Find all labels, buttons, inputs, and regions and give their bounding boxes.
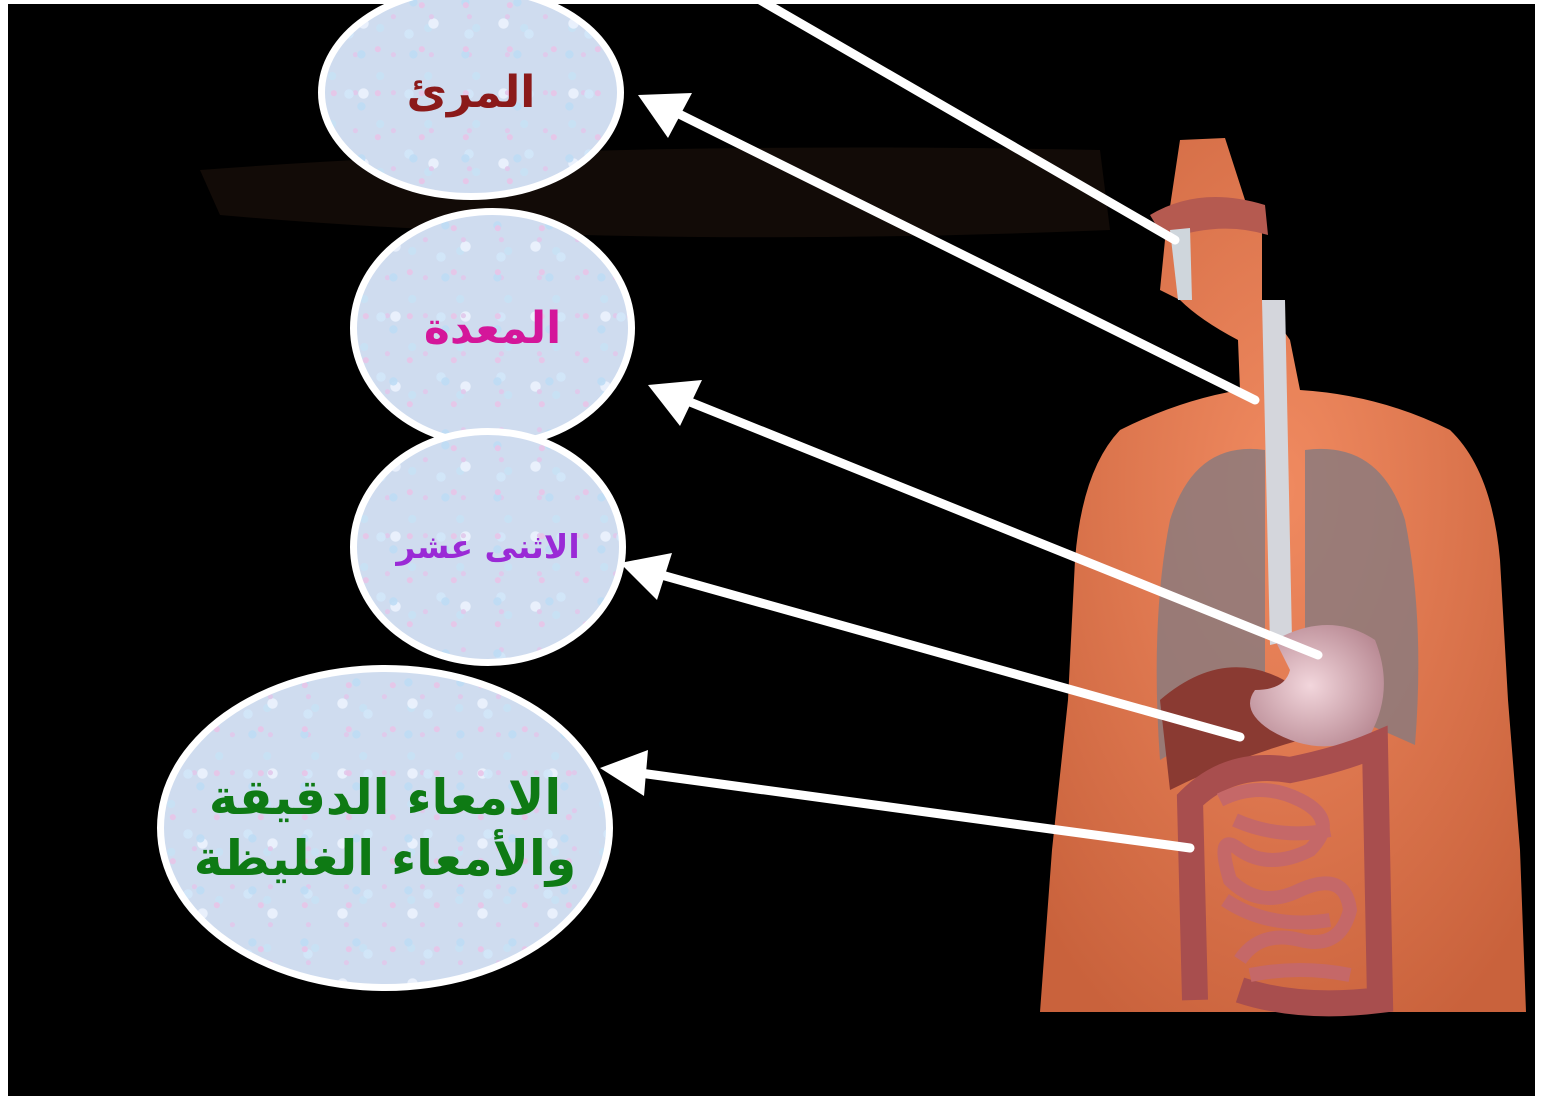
duodenum-label: الاثنى عشر [396, 526, 579, 567]
duodenum-label-bubble: الاثنى عشر [350, 428, 626, 666]
stomach-label: المعدة [424, 301, 561, 356]
small-intestine-label: الامعاء الدقيقة [209, 767, 561, 828]
stomach-label-bubble: المعدة [350, 208, 635, 448]
large-intestine-label: والأمعاء الغليظة [194, 828, 577, 889]
esophagus-label: المرئ [407, 65, 536, 120]
background-shadow-band [200, 148, 1110, 238]
intestines-label-bubble: الامعاء الدقيقة والأمعاء الغليظة [157, 665, 613, 991]
